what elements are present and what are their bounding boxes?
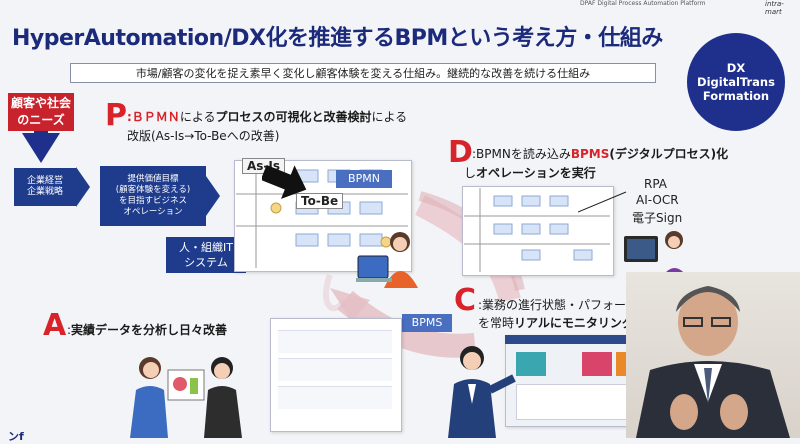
- to-be-tag: To-Be: [296, 193, 344, 209]
- section-c-line2-a: を常時: [478, 316, 515, 330]
- section-d-line2-a: し: [464, 166, 477, 180]
- section-p-text-c: による: [371, 110, 408, 124]
- presenter-video: [626, 272, 800, 438]
- slide-title: HyperAutomation/DX化を推進するBPMという考え方・仕組み: [12, 26, 663, 51]
- needs-line2: のニーズ: [17, 113, 65, 127]
- chevron-right-icon: [206, 176, 220, 216]
- section-c-text-a: :業務の進行状態・パフォーマン: [478, 298, 651, 312]
- bpmn-tag: BPMN: [336, 170, 392, 188]
- strategy-line1: 企業経営: [26, 176, 63, 186]
- section-d-letter: D: [448, 135, 473, 170]
- section-d-text-c: (デジタルプロセス)化: [609, 147, 729, 161]
- pointer-line: [578, 191, 627, 213]
- bottom-left-fragment: ンf: [8, 430, 24, 443]
- value-line4: オペレーション: [123, 207, 183, 217]
- bpms-diagram: [464, 188, 610, 272]
- section-p-line1: :ＢＰＭＮによるプロセスの可視化と改善検討による: [127, 108, 407, 125]
- rpa-label: RPA: [644, 177, 668, 191]
- dx-badge-line3: Formation: [702, 89, 770, 103]
- report-row: [278, 386, 392, 409]
- section-d-line1: :BPMNを読み込みBPMS(デジタルプロセス)化: [472, 145, 728, 162]
- value-goal-box: 提供価値目標 (顧客体験を変える) を目指すビジネス オペレーション: [100, 166, 206, 226]
- presenter-figure: [636, 286, 790, 438]
- intra-mart-logo: intra-mart: [765, 0, 784, 16]
- value-line3: を目指すビジネス: [118, 196, 187, 206]
- person-laptop-illustration: [356, 232, 418, 288]
- section-p-lead: :ＢＰＭＮ: [127, 110, 180, 124]
- e-sign-label: 電子Sign: [632, 211, 683, 225]
- ai-ocr-label: AI-OCR: [636, 193, 679, 207]
- dashboard-pink-tile: [582, 352, 612, 376]
- dx-badge-line1: DX: [726, 61, 746, 75]
- needs-line1: 顧客や社会: [10, 96, 71, 110]
- discussion-people-illustration: [130, 357, 242, 438]
- dashboard-teal-tile: [516, 352, 546, 376]
- section-d-line2-b: オペレーションを実行: [476, 166, 596, 180]
- slide-subtitle: 市場/顧客の変化を捉え素早く変化し顧客体験を変える仕組み。継続的な改善を続ける仕…: [70, 63, 656, 83]
- section-c-line2-b: リアルにモニタリング: [514, 316, 634, 330]
- section-a-text-b: 実績データを分析し日々改善: [71, 323, 228, 337]
- section-p-line2: 改版(As-Is→To-Beへの改善): [127, 129, 280, 143]
- system-box: 人・組織IT システム: [166, 237, 246, 273]
- section-a-text-a: :: [67, 323, 72, 337]
- value-line1: 提供価値目標: [127, 174, 179, 184]
- report-row: [278, 330, 392, 353]
- value-line2: (顧客体験を変える): [115, 185, 191, 195]
- needs-box: 顧客や社会 のニーズ: [8, 93, 74, 131]
- strategy-line2: 企業戦略: [26, 187, 63, 197]
- section-c-letter: C: [454, 283, 477, 318]
- section-a-letter: A: [43, 308, 67, 343]
- section-p-letter: P: [105, 98, 127, 133]
- section-a-line1: :実績データを分析し日々改善: [67, 321, 227, 338]
- system-line2: システム: [184, 256, 228, 269]
- section-p-text-a: による: [179, 110, 216, 124]
- platform-label: DPAF Digital Process Automation Platform: [580, 0, 706, 7]
- section-p-text-b: プロセスの可視化と改善検討: [215, 110, 372, 124]
- dx-badge-line2: DigitalTrans: [697, 75, 775, 89]
- bpms-tag: BPMS: [402, 314, 452, 332]
- strategy-box: 企業経営 企業戦略: [14, 168, 76, 206]
- section-d-line2: しオペレーションを実行: [464, 164, 596, 181]
- dashboard-header-bar: [505, 335, 657, 344]
- black-arrow-icon: [262, 164, 307, 199]
- system-line1: 人・組織IT: [179, 241, 233, 254]
- chevron-right-icon: [76, 167, 90, 207]
- dx-badge: DX DigitalTrans Formation: [687, 33, 785, 131]
- report-row: [278, 358, 392, 381]
- section-d-text-b: BPMS: [570, 147, 610, 161]
- businessman-pointing-illustration: [448, 346, 516, 438]
- down-arrow-icon: [22, 133, 60, 163]
- section-d-text-a: :BPMNを読み込み: [472, 147, 571, 161]
